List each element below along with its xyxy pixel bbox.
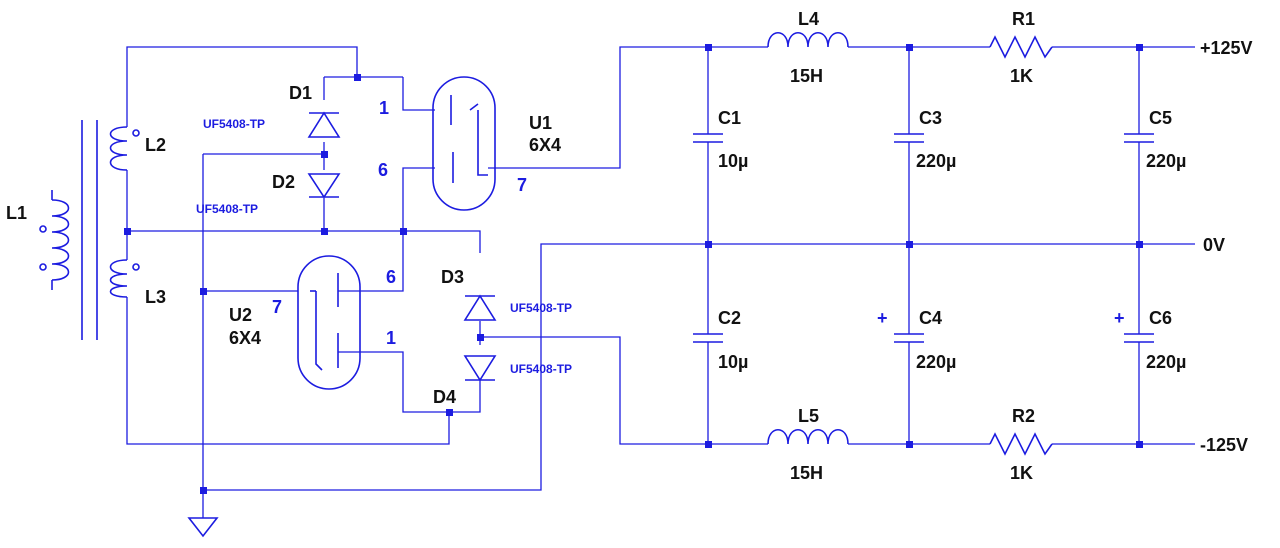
value-C5: 220µ [1146,151,1186,171]
value-C6: 220µ [1146,352,1186,372]
label-U1: U1 [529,113,552,133]
diode-D2 [307,173,341,199]
inductor-L3 [109,259,140,298]
label-L1: L1 [6,203,27,223]
value-R2: 1K [1010,463,1033,483]
capacitor-C4 [894,333,924,343]
label-L2: L2 [145,135,166,155]
label-C3: C3 [919,108,942,128]
label-C4: C4 [919,308,942,328]
value-C3: 220µ [916,151,956,171]
pin-U2-1: 1 [386,328,396,348]
label-R1: R1 [1012,9,1035,29]
label-C2: C2 [718,308,741,328]
label-R2: R2 [1012,406,1035,426]
part-D3: UF5408-TP [510,301,572,315]
diode-D1 [307,111,341,138]
part-U1: 6X4 [529,135,561,155]
inductor-L4 [767,31,849,48]
inductor-L5 [767,428,849,445]
junctions [124,44,1143,494]
capacitor-C5 [1124,133,1154,143]
polarity-C4: + [877,308,888,328]
part-D1: UF5408-TP [203,117,265,131]
label-C6: C6 [1149,308,1172,328]
value-C4: 220µ [916,352,956,372]
ground-symbol [187,517,219,538]
value-R1: 1K [1010,66,1033,86]
polarity-C6: + [1114,308,1125,328]
label-D2: D2 [272,172,295,192]
inductor-L1 [39,190,70,290]
label-L3: L3 [145,287,166,307]
part-D4: UF5408-TP [510,362,572,376]
resistor-R1 [989,35,1053,59]
pin-U1-1: 1 [379,98,389,118]
net-label-pos: +125V [1200,38,1253,58]
label-D1: D1 [289,83,312,103]
label-C1: C1 [718,108,741,128]
label-D3: D3 [441,267,464,287]
label-D4: D4 [433,387,456,407]
net-label-zero: 0V [1203,235,1225,255]
capacitor-C2 [693,333,723,343]
capacitor-C1 [693,133,723,143]
pin-U2-6: 6 [386,267,396,287]
resistor-R2 [989,432,1053,456]
inductor-L2 [109,126,140,171]
part-D2: UF5408-TP [196,202,258,216]
net-label-neg: -125V [1200,435,1248,455]
capacitor-C6 [1124,333,1154,343]
pin-U1-6: 6 [378,160,388,180]
label-L5: L5 [798,406,819,426]
label-U2: U2 [229,305,252,325]
wires [126,46,1195,518]
value-L5: 15H [790,463,823,483]
label-L4: L4 [798,9,819,29]
diode-D3 [463,294,497,321]
value-C1: 10µ [718,151,748,171]
part-U2: 6X4 [229,328,261,348]
tube-U1 [432,76,496,211]
label-C5: C5 [1149,108,1172,128]
pin-U2-7: 7 [272,297,282,317]
tube-U2 [297,255,361,390]
value-C2: 10µ [718,352,748,372]
transformer [39,120,140,340]
value-L4: 15H [790,66,823,86]
capacitor-C3 [894,133,924,143]
pin-U1-7: 7 [517,175,527,195]
diode-D4 [463,355,497,382]
